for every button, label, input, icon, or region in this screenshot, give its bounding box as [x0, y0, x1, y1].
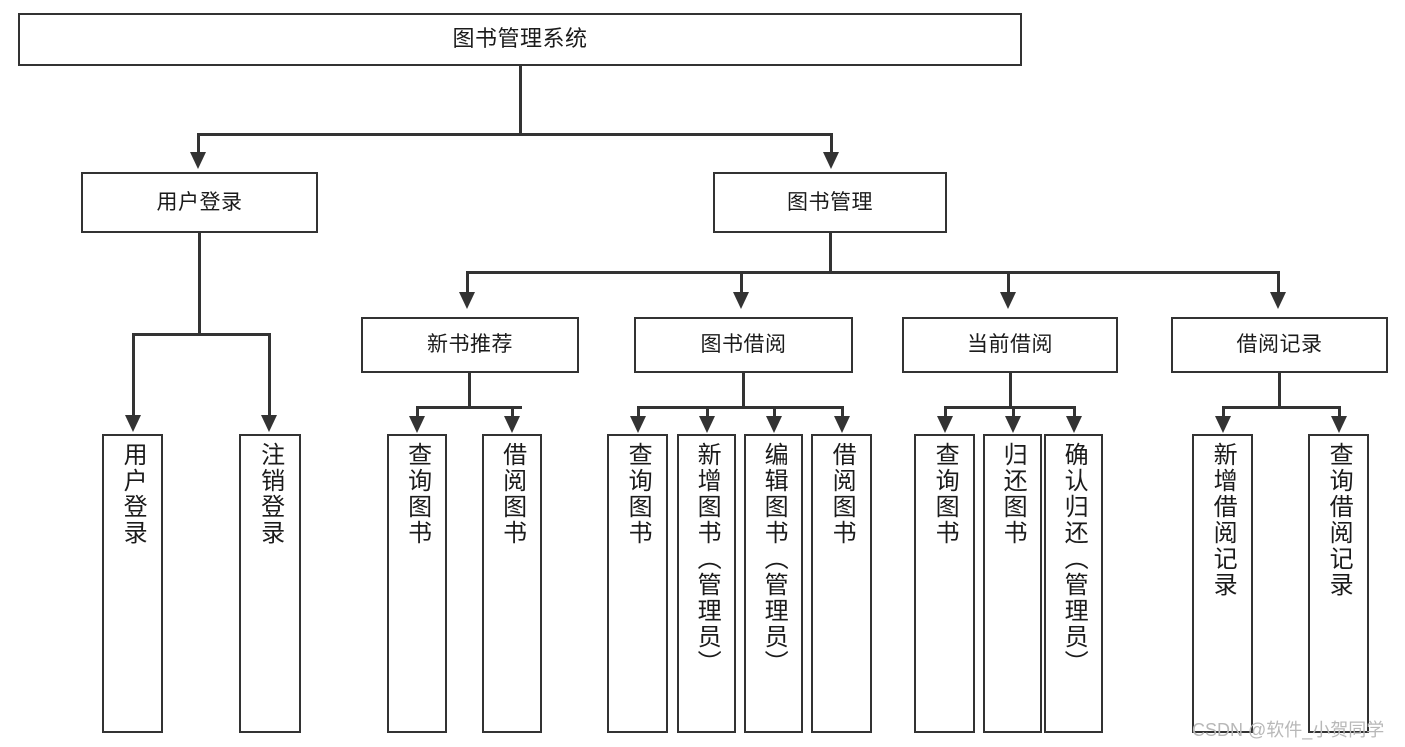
connector-current-borrow-to-leaf-2	[1012, 406, 1015, 419]
connector-user-login-to-leaf-1	[132, 333, 135, 418]
node-label: 查询图书	[403, 442, 431, 546]
connector-book-manage-stem	[829, 233, 832, 273]
connector-current-borrow-bar	[944, 406, 1076, 409]
node-label: 新书推荐	[427, 333, 513, 357]
connector-book-manage-to-new-book	[466, 271, 469, 295]
arrow-book-manage-to-record	[1270, 292, 1286, 309]
leaf-current-borrow-confirm[interactable]: 确认归还（管理员）	[1044, 434, 1103, 733]
leaf-book-borrow-query[interactable]: 查询图书	[607, 434, 668, 733]
node-label: 查询图书	[931, 442, 959, 546]
node-label: 用户登录	[156, 190, 243, 214]
node-label: 归还图书	[999, 442, 1027, 546]
arrow-root-to-user-login	[190, 152, 206, 169]
node-borrow-record[interactable]: 借阅记录	[1171, 317, 1388, 373]
node-label: 确认归还（管理员）	[1060, 442, 1088, 676]
node-label: 图书借阅	[700, 333, 787, 357]
csdn-watermark: CSDN @软件_小贺同学	[1192, 720, 1385, 740]
node-book-borrow[interactable]: 图书借阅	[634, 317, 853, 373]
node-label: 查询借阅记录	[1325, 442, 1353, 598]
arrow-book-borrow-to-leaf-1	[630, 416, 646, 433]
connector-book-manage-to-borrow	[740, 271, 743, 295]
node-label: 查询图书	[624, 442, 652, 546]
node-label: 编辑图书（管理员）	[760, 442, 788, 676]
node-label: 新增图书（管理员）	[693, 442, 721, 676]
node-label: 借阅记录	[1236, 333, 1323, 357]
arrow-current-borrow-to-leaf-1	[937, 416, 953, 433]
connector-borrow-record-bar	[1222, 406, 1340, 409]
arrow-book-borrow-to-leaf-4	[834, 416, 850, 433]
connector-borrow-record-to-leaf-2	[1338, 406, 1341, 419]
node-label: 用户登录	[119, 442, 147, 546]
node-label: 图书管理系统	[452, 26, 588, 52]
node-label: 新增借阅记录	[1209, 442, 1237, 598]
connector-current-borrow-to-leaf-1	[944, 406, 947, 419]
connector-new-book-to-leaf-2	[511, 406, 514, 419]
connector-user-login-to-leaf-2	[268, 333, 271, 418]
connector-borrow-record-to-leaf-1	[1222, 406, 1225, 419]
connector-book-borrow-to-leaf-4	[841, 406, 844, 419]
connector-root-bar	[197, 133, 833, 136]
leaf-book-borrow-borrow[interactable]: 借阅图书	[811, 434, 872, 733]
leaf-new-book-borrow[interactable]: 借阅图书	[482, 434, 542, 733]
connector-book-manage-to-current	[1007, 271, 1010, 295]
connector-root-to-user-login	[197, 133, 200, 155]
leaf-borrow-record-query[interactable]: 查询借阅记录	[1308, 434, 1369, 733]
arrow-book-manage-to-current	[1000, 292, 1016, 309]
connector-new-book-stem	[468, 373, 471, 408]
leaf-borrow-record-add[interactable]: 新增借阅记录	[1192, 434, 1253, 733]
connector-current-borrow-to-leaf-3	[1073, 406, 1076, 419]
connector-new-book-bar	[416, 406, 522, 409]
connector-book-manage-to-record	[1277, 271, 1280, 295]
connector-book-borrow-to-leaf-3	[773, 406, 776, 419]
arrow-book-manage-to-borrow	[733, 292, 749, 309]
leaf-book-borrow-edit[interactable]: 编辑图书（管理员）	[744, 434, 803, 733]
node-label: 当前借阅	[967, 333, 1053, 357]
arrow-book-borrow-to-leaf-2	[699, 416, 715, 433]
connector-root-to-book-manage	[830, 133, 833, 155]
arrow-book-manage-to-new-book	[459, 292, 475, 309]
node-root-system[interactable]: 图书管理系统	[18, 13, 1022, 66]
connector-book-borrow-stem	[742, 373, 745, 408]
arrow-user-login-to-leaf-2	[261, 415, 277, 432]
connector-root-stem	[519, 66, 522, 135]
leaf-user-login-logout[interactable]: 注销登录	[239, 434, 301, 733]
node-label: 借阅图书	[498, 442, 526, 546]
node-current-borrow[interactable]: 当前借阅	[902, 317, 1118, 373]
arrow-book-borrow-to-leaf-3	[766, 416, 782, 433]
connector-book-borrow-bar	[637, 406, 844, 409]
arrow-new-book-to-leaf-2	[504, 416, 520, 433]
arrow-borrow-record-to-leaf-2	[1331, 416, 1347, 433]
connector-user-login-stem	[198, 233, 201, 335]
leaf-new-book-query[interactable]: 查询图书	[387, 434, 447, 733]
arrow-user-login-to-leaf-1	[125, 415, 141, 432]
arrow-root-to-book-manage	[823, 152, 839, 169]
connector-borrow-record-stem	[1278, 373, 1281, 408]
node-label: 注销登录	[256, 442, 284, 546]
connector-book-borrow-to-leaf-1	[637, 406, 640, 419]
node-label: 借阅图书	[828, 442, 856, 546]
connector-book-manage-bar	[466, 271, 1280, 274]
leaf-book-borrow-add[interactable]: 新增图书（管理员）	[677, 434, 736, 733]
arrow-current-borrow-to-leaf-2	[1005, 416, 1021, 433]
node-new-book-recommend[interactable]: 新书推荐	[361, 317, 579, 373]
leaf-user-login-login[interactable]: 用户登录	[102, 434, 163, 733]
leaf-current-borrow-query[interactable]: 查询图书	[914, 434, 975, 733]
node-label: 图书管理	[787, 190, 873, 214]
connector-user-login-bar	[132, 333, 270, 336]
connector-book-borrow-to-leaf-2	[706, 406, 709, 419]
connector-new-book-to-leaf-1	[416, 406, 419, 419]
connector-current-borrow-stem	[1009, 373, 1012, 408]
arrow-borrow-record-to-leaf-1	[1215, 416, 1231, 433]
arrow-current-borrow-to-leaf-3	[1066, 416, 1082, 433]
node-book-management[interactable]: 图书管理	[713, 172, 947, 233]
arrow-new-book-to-leaf-1	[409, 416, 425, 433]
node-user-login[interactable]: 用户登录	[81, 172, 318, 233]
leaf-current-borrow-return[interactable]: 归还图书	[983, 434, 1042, 733]
